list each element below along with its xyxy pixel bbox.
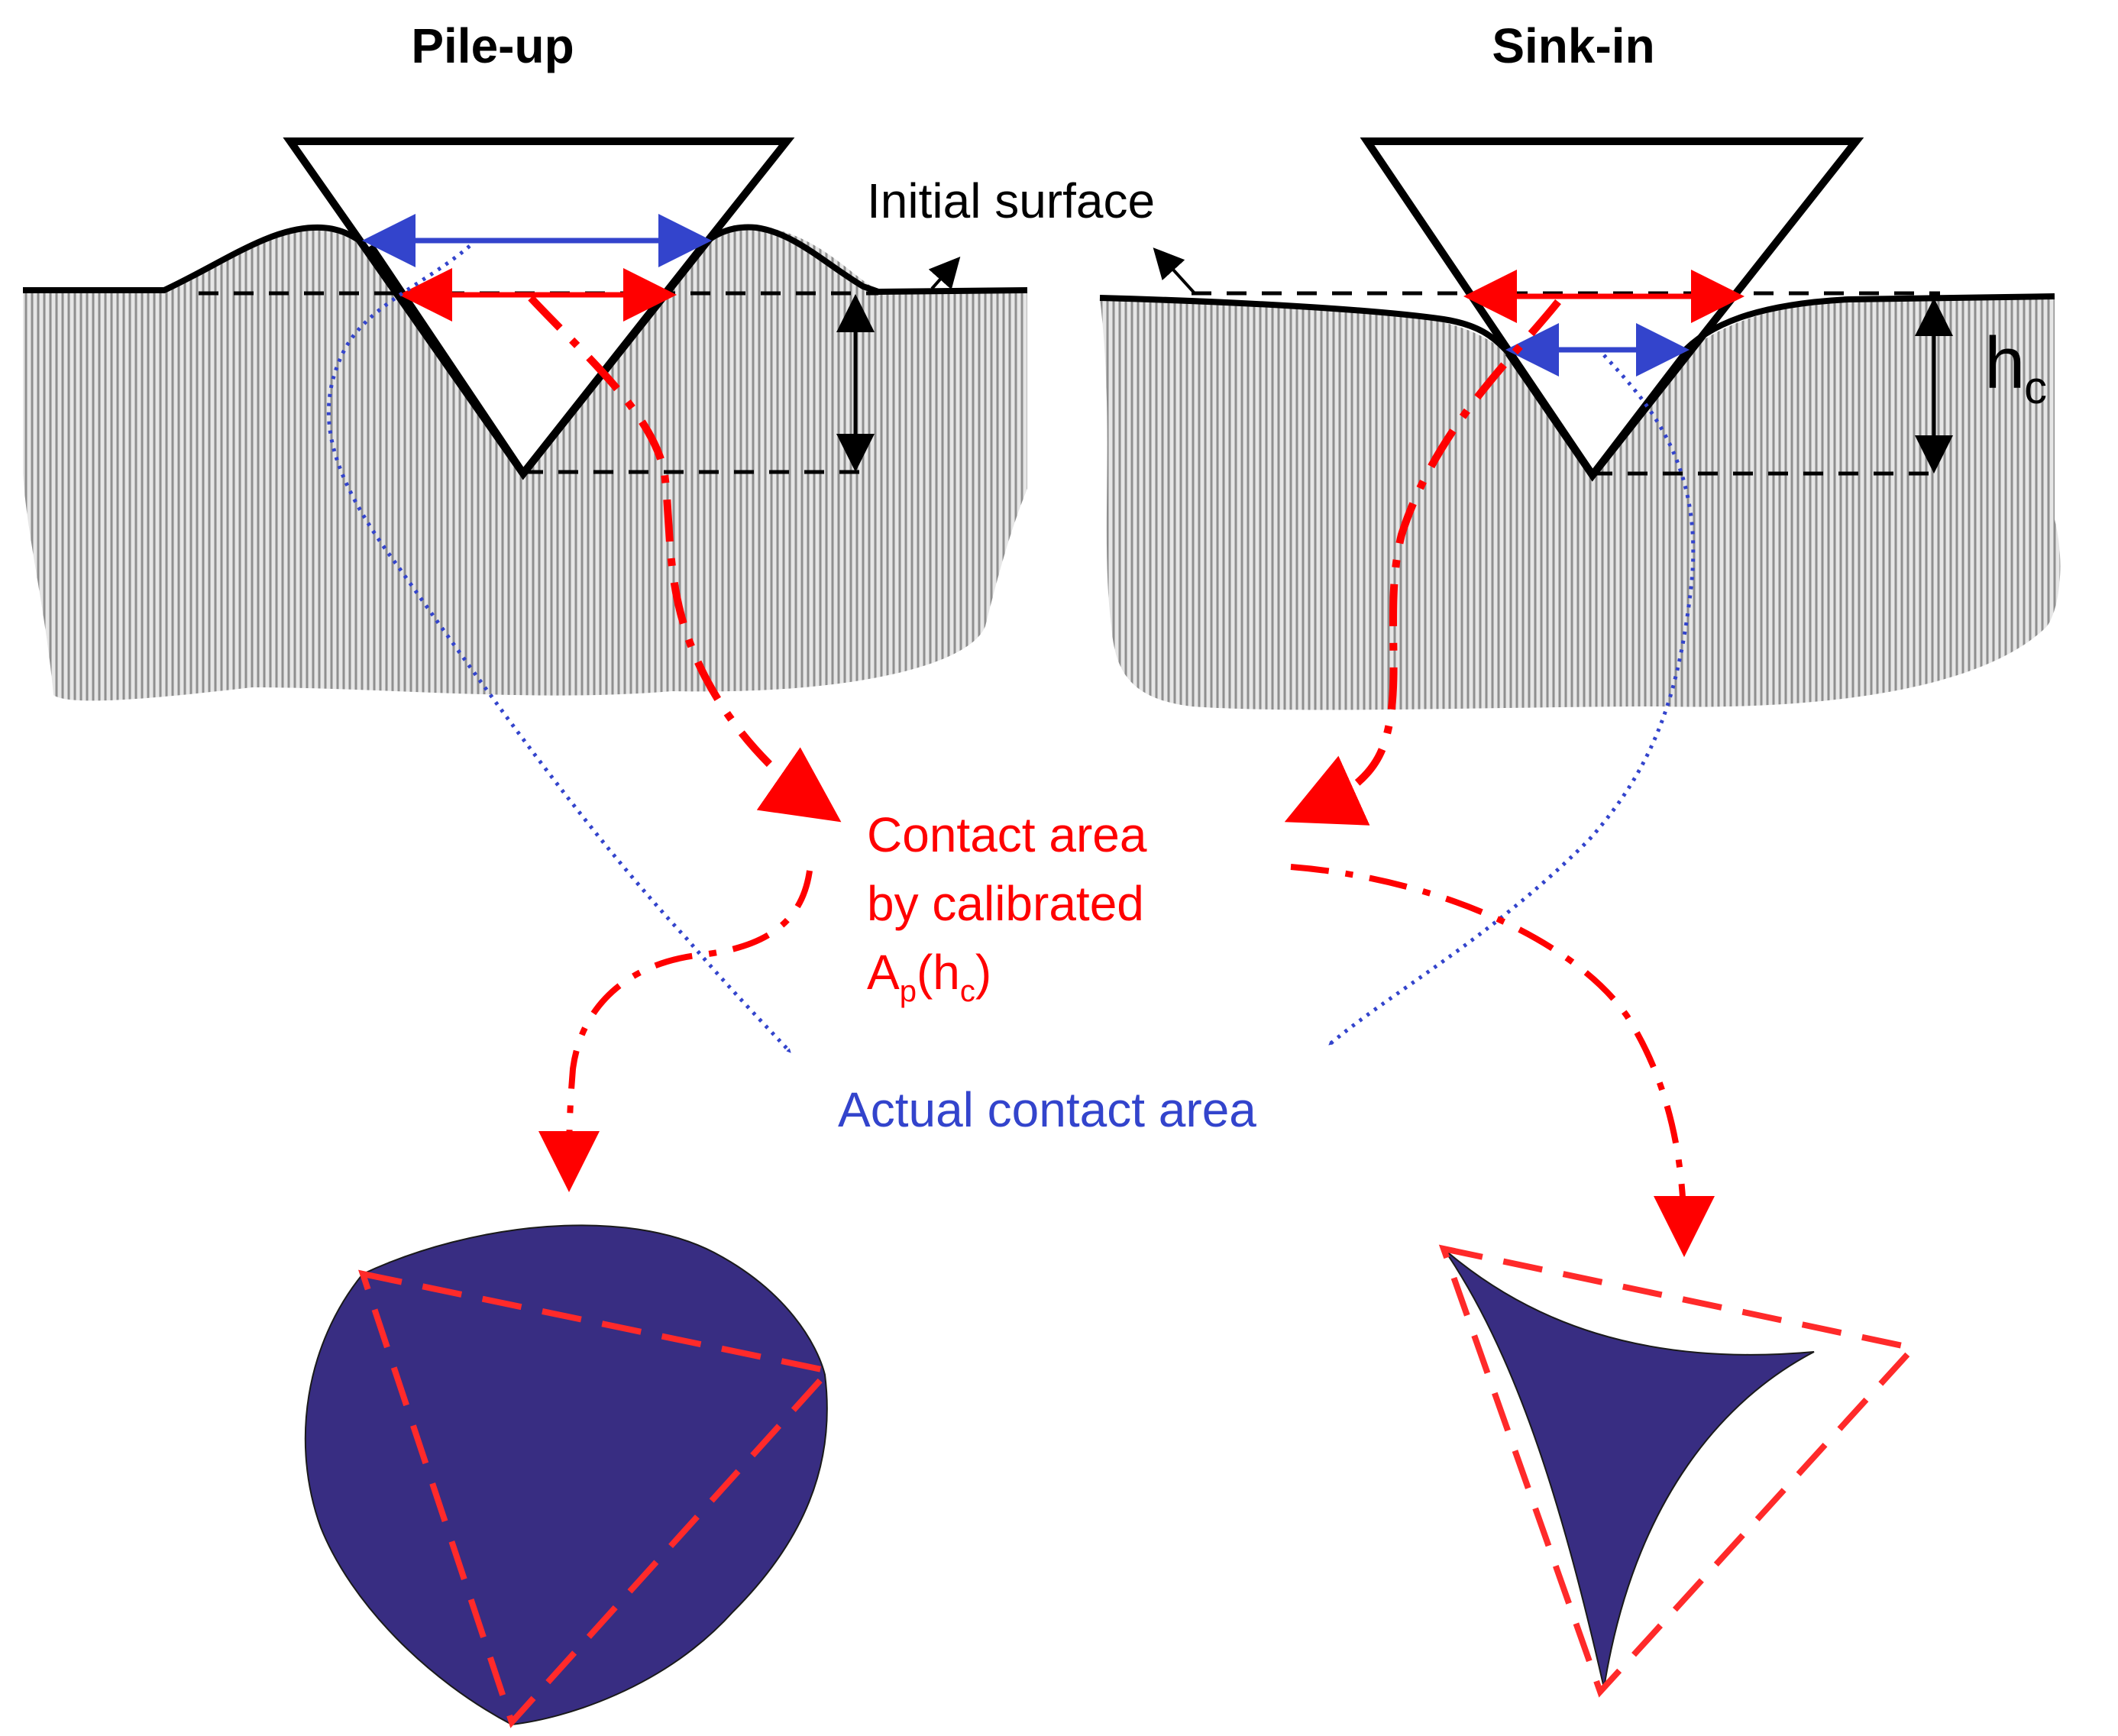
initial-surface-pointer-left [928, 257, 961, 290]
sink-in-indent-cavity [1501, 345, 1688, 474]
connector-red-left-to-contact [528, 295, 842, 823]
contact-area-line2: by calibrated [867, 876, 1144, 931]
connector-red-contact-to-right-shape [1290, 864, 1715, 1257]
pile-up-calibrated-triangle [358, 1269, 835, 1728]
sink-in-material-block [1100, 298, 2061, 710]
connector-red-contact-to-left-shape [538, 870, 813, 1192]
title-pile-up: Pile-up [411, 18, 574, 73]
pile-up-actual-area-shape [304, 1224, 828, 1726]
title-sink-in: Sink-in [1492, 18, 1654, 73]
contact-area-line1: Contact area [867, 807, 1147, 862]
initial-surface-pointer-right [1153, 247, 1197, 296]
connector-red-right-to-contact [1284, 299, 1561, 826]
contact-area-line3: Ap(hc) [867, 945, 991, 1008]
connector-blue-right-to-actual [1327, 354, 1696, 1046]
sink-in-calibrated-triangle [1438, 1244, 1919, 1698]
sink-in-actual-area-shape [1443, 1248, 1815, 1689]
sink-in-surface-line [1099, 295, 1511, 355]
hc-subscript: c [2024, 362, 2047, 413]
hc-label: h [1984, 322, 2025, 404]
initial-surface-label: Initial surface [867, 173, 1155, 228]
pile-up-surface-line-right [697, 224, 1028, 296]
actual-contact-area-label: Actual contact area [838, 1082, 1256, 1137]
connector-blue-left-to-actual [326, 244, 792, 1054]
pile-up-material-block [23, 225, 1027, 701]
contact-area-label-bg [848, 787, 1207, 1023]
